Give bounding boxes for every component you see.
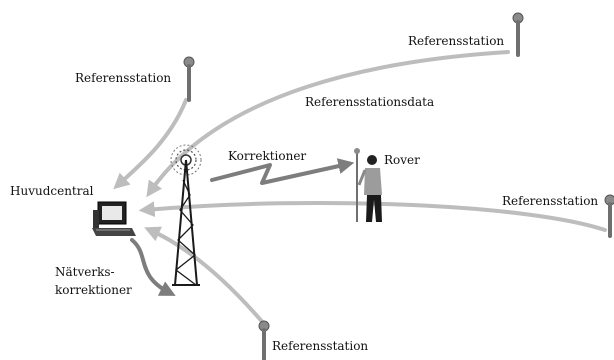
label-station-data: Referensstationsdata (305, 95, 434, 109)
label-network-corrections-1: Nätverks- (55, 265, 115, 279)
label-rover: Rover (384, 153, 420, 167)
corrections-arrow (210, 158, 355, 185)
label-central: Huvudcentral (10, 184, 94, 198)
reference-station-icon (258, 320, 270, 360)
label-corrections: Korrektioner (228, 149, 306, 163)
reference-station-icon (183, 56, 195, 102)
radio-tower-icon (170, 144, 202, 286)
arrow-from-right-station (138, 200, 607, 232)
label-station-top-left: Referensstation (75, 71, 171, 85)
label-station-top-right: Referensstation (408, 34, 504, 48)
reference-station-icon (604, 194, 614, 238)
rover-surveyor-icon (354, 148, 382, 222)
arrow-from-top-left-station (113, 98, 188, 190)
reference-station-icon (512, 12, 524, 57)
label-network-corrections-2: korrektioner (55, 283, 132, 297)
label-station-right: Referensstation (502, 194, 598, 208)
computer-icon (92, 201, 136, 236)
arrow-from-bottom-station (144, 226, 267, 327)
label-station-bottom: Referensstation (272, 339, 368, 353)
network-corrections-arrow (130, 238, 176, 296)
arrow-from-top-right-station (146, 50, 510, 198)
